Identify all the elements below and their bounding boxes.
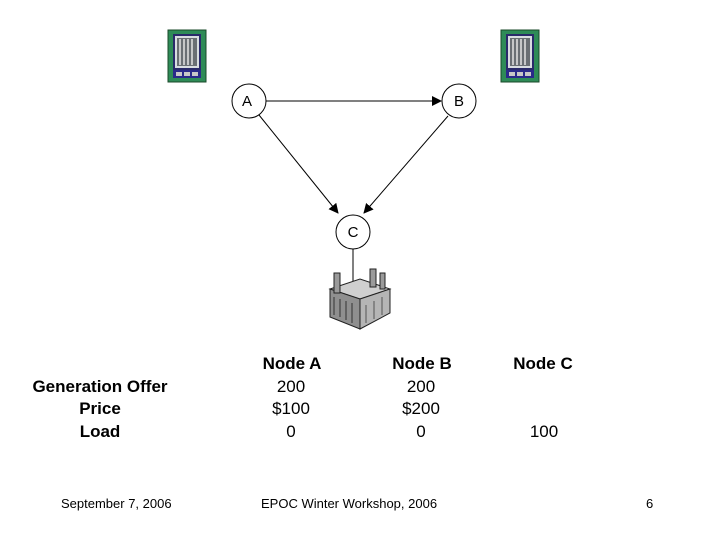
cell-offer-b: 200 [406,377,436,396]
node-c: C [335,214,371,250]
edge-b-c [363,115,449,214]
node-a: A [231,83,267,119]
row-label-generation-offer: Generation Offer [32,377,168,396]
node-b: B [441,83,477,119]
header-node-b: Node B [392,354,452,373]
cell-load-c: 100 [529,422,559,441]
row-label-load: Load [79,422,121,441]
cell-load-b: 0 [416,422,426,441]
node-a-label: A [242,93,252,110]
cell-offer-a: 200 [276,377,306,396]
row-label-price: Price [79,399,121,418]
cell-price-b: $200 [402,399,440,418]
factory-icon [328,268,392,330]
edge-a-c [258,114,339,214]
node-b-label: B [454,93,464,110]
cell-load-a: 0 [286,422,296,441]
header-node-c: Node C [513,354,573,373]
cell-price-a: $100 [272,399,310,418]
header-node-a: Node A [262,354,322,373]
footer-title: EPOC Winter Workshop, 2006 [261,496,438,511]
footer-date: September 7, 2006 [61,496,172,511]
node-c-label: C [348,224,359,241]
footer-page-number: 6 [646,496,654,511]
